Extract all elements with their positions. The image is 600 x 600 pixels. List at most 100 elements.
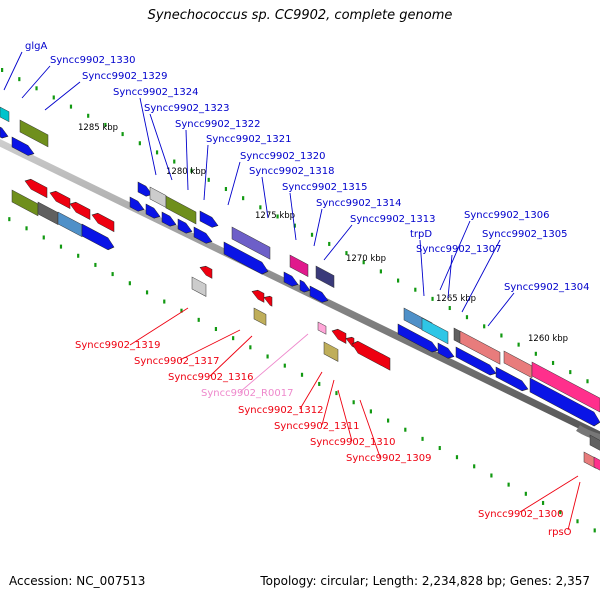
gene-shape bbox=[0, 106, 10, 123]
tick-dot bbox=[310, 232, 314, 237]
gene-shape bbox=[299, 279, 311, 293]
gene-shape bbox=[531, 361, 600, 413]
leader-line bbox=[461, 239, 501, 313]
tick-label-1270-kbp: 1270 kbp bbox=[346, 254, 386, 264]
gene-shape bbox=[309, 285, 329, 303]
gene-label-syncc9902-1321: Syncc9902_1321 bbox=[206, 134, 292, 145]
cds-block bbox=[177, 218, 193, 234]
feature-block bbox=[37, 201, 59, 226]
gene-shape bbox=[529, 377, 600, 427]
gene-shape bbox=[317, 321, 327, 335]
feature-block bbox=[289, 254, 309, 277]
cds-block bbox=[299, 279, 311, 293]
gene-shape bbox=[421, 317, 449, 345]
tick-dot bbox=[138, 141, 141, 146]
tick-dot bbox=[242, 196, 245, 201]
gene-label-rpso: rpsO bbox=[548, 527, 572, 538]
tick-dot bbox=[42, 235, 45, 240]
tick-dot bbox=[369, 409, 372, 414]
leader-line bbox=[203, 144, 209, 201]
tick-dot bbox=[276, 214, 279, 219]
genome-backbone-end bbox=[576, 425, 600, 442]
cds-block bbox=[263, 295, 273, 307]
gene-label-syncc9902-1312: Syncc9902_1312 bbox=[238, 405, 324, 416]
cds-block bbox=[331, 328, 347, 344]
tick-dot bbox=[180, 308, 183, 313]
leader-line bbox=[323, 224, 353, 261]
gene-shape bbox=[455, 346, 497, 376]
gene-label-syncc9902-1315: Syncc9902_1315 bbox=[282, 182, 368, 193]
tick-dot bbox=[465, 315, 469, 320]
gene-label-syncc9902-1329: Syncc9902_1329 bbox=[82, 71, 168, 82]
tick-dot bbox=[94, 262, 97, 267]
tick-dot bbox=[490, 473, 493, 478]
cds-block bbox=[309, 285, 329, 303]
leader-line bbox=[261, 176, 269, 219]
gene-label-syncc9902-r0017: Syncc9902_R0017 bbox=[201, 388, 293, 399]
gene-shape bbox=[251, 289, 265, 303]
leader-line bbox=[313, 208, 323, 247]
gene-shape bbox=[331, 328, 347, 344]
tick-dot bbox=[207, 177, 210, 182]
gene-shape bbox=[37, 201, 59, 226]
leader-line bbox=[139, 97, 157, 176]
cds-block bbox=[81, 223, 115, 251]
cds-block bbox=[69, 201, 91, 221]
tick-dot bbox=[163, 299, 166, 304]
tick-dot bbox=[25, 226, 28, 231]
tick-dot bbox=[155, 150, 159, 155]
leader-line bbox=[419, 239, 425, 297]
cds-block bbox=[251, 289, 265, 303]
cds-block bbox=[24, 178, 48, 199]
rna-block bbox=[317, 321, 327, 335]
feature-block bbox=[0, 106, 10, 123]
tick-dot bbox=[448, 306, 451, 311]
gene-shape bbox=[283, 271, 299, 287]
gene-shape bbox=[459, 330, 501, 365]
tick-dot bbox=[300, 372, 304, 377]
gene-shape bbox=[81, 223, 115, 251]
cds-block bbox=[91, 212, 115, 233]
gene-label-syncc9902-1323: Syncc9902_1323 bbox=[144, 103, 230, 114]
leader-line bbox=[185, 129, 189, 191]
tick-dot bbox=[318, 381, 321, 386]
gene-shape bbox=[351, 340, 391, 371]
tick-dot bbox=[387, 418, 390, 423]
cds-block bbox=[11, 136, 35, 156]
gene-shape bbox=[0, 126, 9, 139]
tick-dot bbox=[328, 241, 331, 246]
tick-dot bbox=[576, 519, 579, 524]
gene-shape bbox=[11, 189, 39, 217]
tick-dot bbox=[293, 223, 296, 228]
gene-shape bbox=[223, 241, 269, 275]
tick-dot bbox=[569, 370, 572, 375]
gene-label-syncc9902-1330: Syncc9902_1330 bbox=[50, 55, 136, 66]
gene-shape bbox=[231, 226, 271, 260]
feature-block bbox=[589, 434, 600, 453]
gene-shape bbox=[177, 218, 193, 234]
cds-block bbox=[529, 377, 600, 427]
cds-block bbox=[0, 126, 9, 139]
gene-shape bbox=[199, 265, 213, 279]
cds-block bbox=[161, 211, 177, 227]
gene-shape bbox=[165, 195, 197, 225]
tick-dot bbox=[224, 187, 228, 192]
tick-dot bbox=[431, 296, 434, 301]
tick-dot bbox=[404, 427, 407, 432]
leader-line bbox=[209, 335, 253, 377]
leader-line bbox=[519, 475, 579, 513]
map-title: Synechococcus sp. CC9902, complete genom… bbox=[147, 8, 453, 23]
gene-label-syncc9902-1305: Syncc9902_1305 bbox=[482, 229, 568, 240]
feature-block bbox=[315, 265, 335, 288]
tick-dot bbox=[455, 455, 459, 460]
gene-shape bbox=[129, 196, 145, 212]
gene-shape bbox=[49, 190, 71, 210]
tick-dot bbox=[483, 324, 486, 329]
leader-line bbox=[299, 371, 323, 410]
cds-block bbox=[145, 203, 161, 219]
feature-block bbox=[253, 307, 267, 326]
leader-line bbox=[487, 292, 515, 327]
feature-block bbox=[531, 361, 600, 413]
gene-shape bbox=[289, 254, 309, 277]
leader-line bbox=[447, 254, 453, 299]
